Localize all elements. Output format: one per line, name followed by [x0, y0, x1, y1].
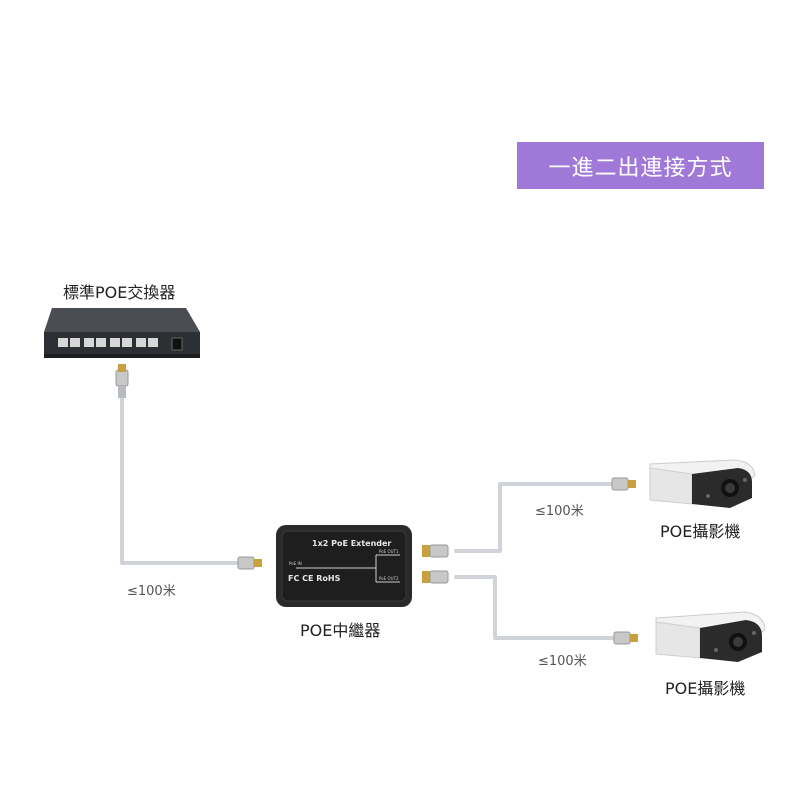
camera-1-distance: ≤100米	[535, 504, 584, 519]
uplink-distance: ≤100米	[127, 584, 176, 599]
camera-icon	[649, 459, 756, 508]
rj45-connector-icon	[422, 570, 449, 584]
cables	[120, 393, 616, 640]
extender-panel-title: 1x2 PoE Extender	[312, 539, 392, 548]
rj45-connector-icon	[611, 477, 636, 491]
switch-label: 標準POE交換器	[63, 283, 176, 302]
rj45-connector-icon	[237, 556, 262, 570]
title-banner: 一進二出連接方式	[517, 142, 764, 189]
camera-1-label: POE攝影機	[660, 522, 741, 541]
rj45-connector-icon	[422, 544, 449, 558]
rj45-connector-icon	[115, 364, 129, 398]
extender-port-out2-label: PoE OUT2	[379, 576, 399, 581]
camera-2-label: POE攝影機	[665, 679, 746, 698]
camera-icon	[655, 611, 766, 662]
extender-label: POE中繼器	[300, 621, 381, 640]
extender-port-in-label: PoE IN	[289, 561, 302, 566]
extender-icon	[276, 525, 412, 607]
camera-2-distance: ≤100米	[538, 654, 587, 669]
extender-port-out1-label: PoE OUT1	[379, 549, 399, 554]
camera-2-cable	[454, 575, 616, 640]
uplink-cable	[120, 393, 240, 565]
camera-1-cable	[454, 482, 614, 553]
rj45-connector-icon	[613, 631, 638, 645]
extender-cert-marks: FC CE RoHS	[288, 574, 341, 583]
switch-icon	[44, 308, 200, 358]
